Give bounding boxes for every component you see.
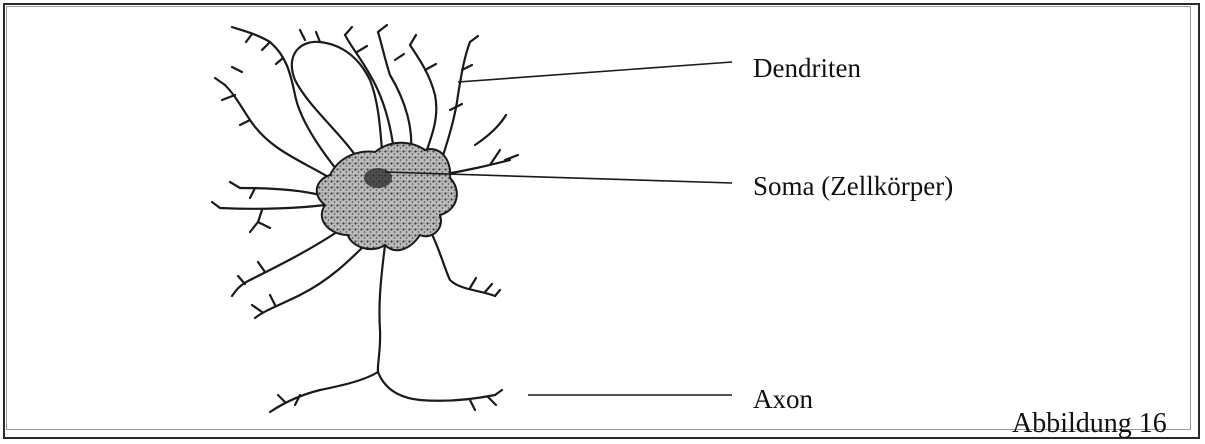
soma-body xyxy=(317,143,457,250)
nucleus xyxy=(364,168,392,188)
label-dendrites: Dendriten xyxy=(753,53,861,83)
label-soma: Soma (Zellkörper) xyxy=(753,171,953,201)
label-axon: Axon xyxy=(753,384,813,414)
figure-caption: Abbildung 16 xyxy=(1012,409,1167,439)
leader-dendriten xyxy=(458,62,732,82)
axon xyxy=(270,245,502,412)
